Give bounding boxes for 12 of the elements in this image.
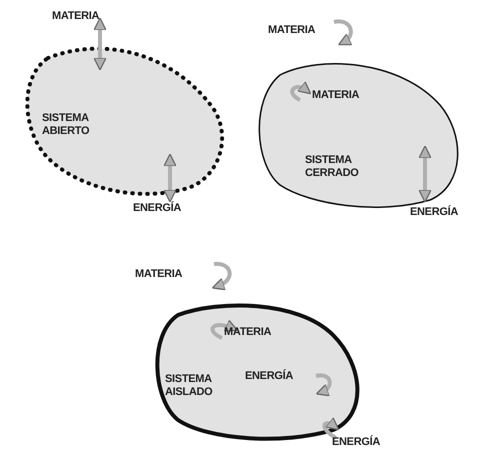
exchange-label: ENERGÍA — [410, 206, 458, 219]
system-name: SISTEMA CERRADO — [305, 154, 360, 180]
inner-label: MATERIA — [224, 326, 272, 339]
system-name: SISTEMA AISLADO — [165, 373, 214, 399]
inner-label: MATERIA — [312, 89, 360, 102]
exchange-label: MATERIA — [135, 268, 182, 281]
exchange-label: ENERGÍA — [133, 202, 182, 215]
inner-label: ENERGÍA — [245, 370, 294, 383]
exchange-label: MATERIA — [52, 10, 100, 23]
exchange-label: ENERGÍA — [332, 436, 380, 449]
system-name: SISTEMA ABIERTO — [42, 112, 90, 138]
exchange-label: MATERIA — [268, 24, 316, 37]
